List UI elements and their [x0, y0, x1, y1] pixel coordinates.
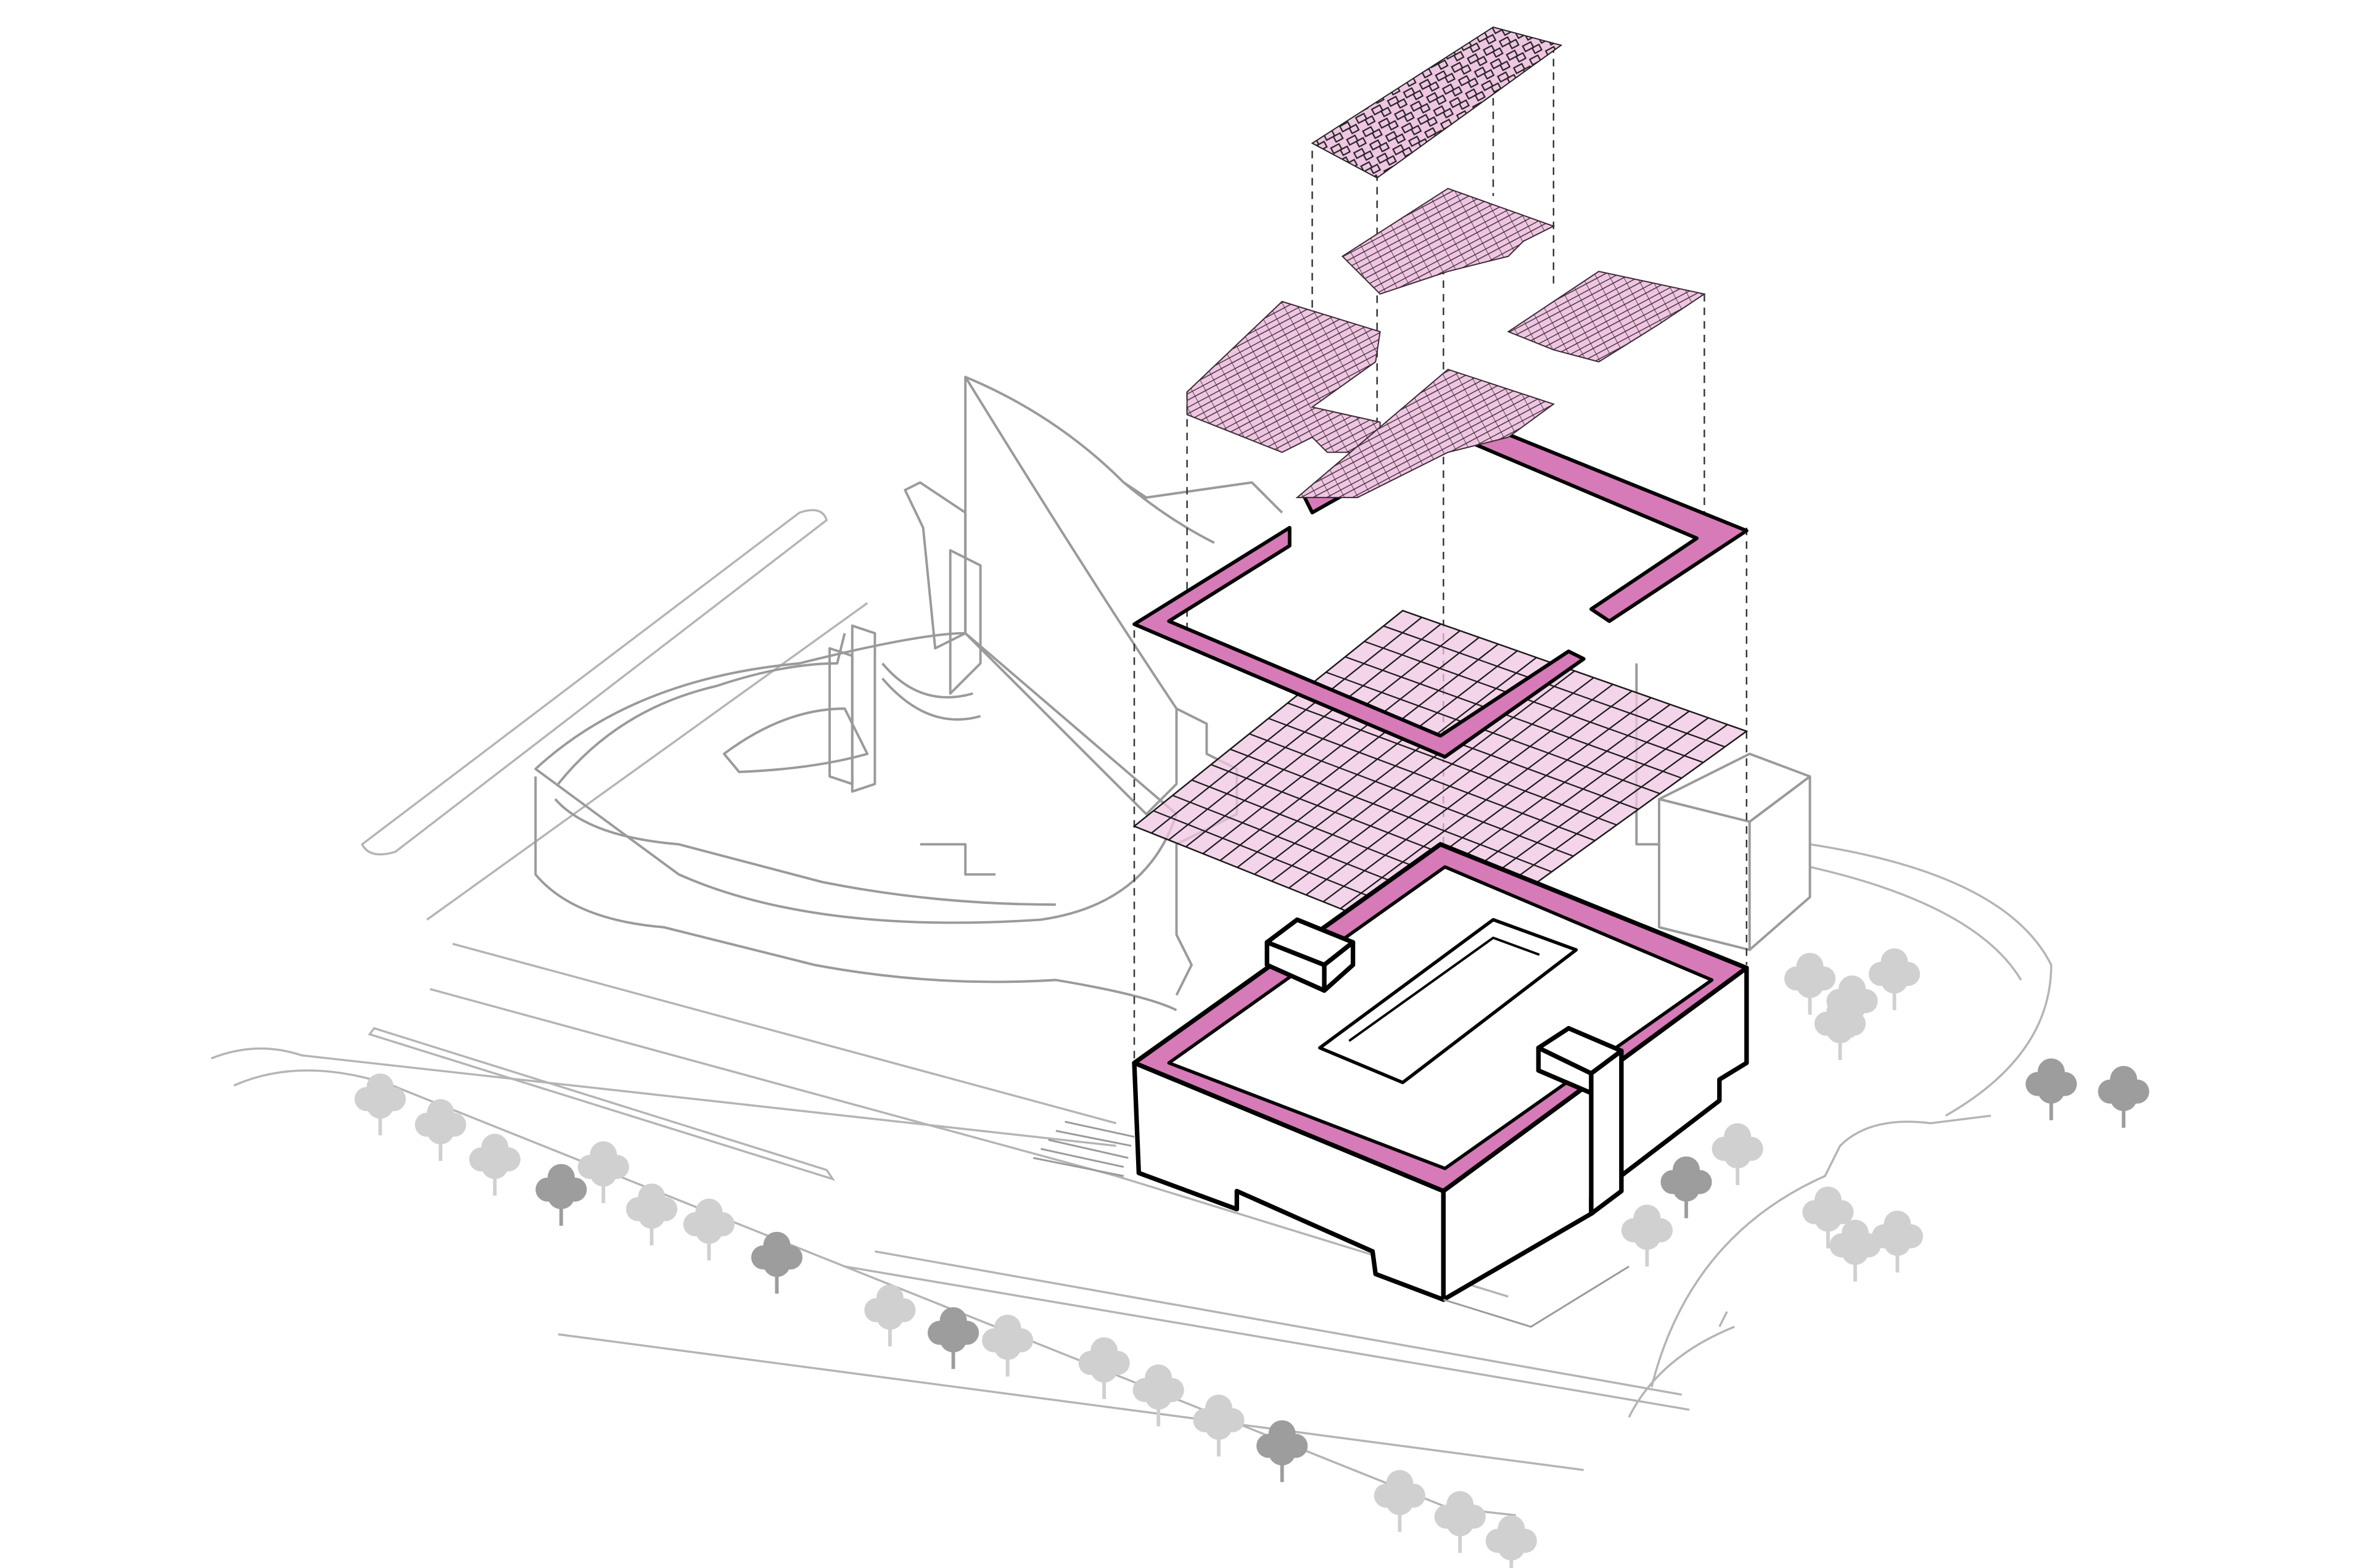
tower-fin-1	[904, 481, 967, 650]
grid-line	[1305, 677, 1594, 896]
tree-icon	[1078, 1337, 1130, 1400]
tree-icon	[414, 1099, 466, 1161]
tree-icon	[751, 1231, 803, 1294]
road-main-2	[844, 1265, 1690, 1411]
tower-fin-2	[949, 549, 982, 695]
tall-slab-edge	[1123, 481, 1284, 514]
road-right-drive	[1628, 1311, 1735, 1418]
tree-icon	[1621, 1204, 1673, 1266]
grid-line	[1202, 636, 1480, 855]
tower-fin-4	[828, 647, 854, 786]
grid-lines	[1151, 617, 1728, 944]
stepped-edge-2	[920, 843, 996, 876]
upper-car-array	[1311, 26, 1563, 179]
perimeter-band-front-left	[1132, 525, 1586, 759]
tall-slab-face	[964, 376, 1178, 816]
grid-plane	[1132, 609, 1749, 951]
solar-array-lower	[1186, 187, 1706, 498]
road-main-3	[875, 1250, 1682, 1396]
grid-line	[1168, 623, 1441, 841]
tree-icon	[683, 1198, 735, 1261]
existing-adjacent-block	[1635, 663, 1811, 951]
tower-arc-2	[881, 678, 981, 721]
tree-icon	[1193, 1394, 1245, 1457]
tree-icon	[1829, 1220, 1881, 1282]
road-right-loop-2	[1810, 866, 2022, 981]
adjacent-block-right	[1749, 775, 1811, 951]
curved-building-top	[557, 633, 846, 785]
curved-building-wall	[534, 776, 1177, 1012]
tree-icon	[2098, 1065, 2149, 1128]
curved-building-base	[534, 632, 1178, 924]
tree-icon	[535, 1164, 587, 1226]
rooftop-box-left	[1264, 917, 1356, 993]
grid-line	[1219, 643, 1499, 861]
road-left-upper	[360, 509, 828, 856]
tower-arc-1	[881, 662, 973, 699]
curved-inner-court	[722, 707, 869, 773]
grid-line	[1340, 690, 1633, 909]
adjacent-block-left	[1658, 798, 1751, 951]
solar-panel-block	[1341, 187, 1556, 295]
grid-line	[1237, 650, 1518, 868]
courtyard-opening	[1318, 917, 1578, 1085]
curb-line-5	[452, 943, 1117, 1125]
tree-icon	[626, 1183, 678, 1246]
solar-panel-block	[1186, 300, 1381, 453]
building-base-details	[1032, 1120, 1630, 1328]
site-roads	[210, 509, 2053, 1517]
curved-building-wall-2	[554, 798, 1056, 906]
tree-icon	[469, 1133, 521, 1196]
tall-slab-curve	[965, 376, 1215, 544]
rooftop-core-right	[1536, 1025, 1624, 1217]
tree-icon	[1434, 1491, 1486, 1553]
rooftop-box-left-side	[1322, 940, 1356, 993]
grid-line	[1254, 657, 1537, 875]
grid-line	[1151, 617, 1422, 834]
base-plinth	[1443, 1265, 1630, 1328]
curb-line-3	[368, 1027, 836, 1181]
tree-icon	[1712, 1123, 1763, 1185]
entry-stairs	[1032, 1120, 1135, 1177]
solar-panel-block	[1507, 271, 1706, 363]
tree-icon	[864, 1284, 916, 1347]
building-block	[1132, 842, 1749, 1302]
road-right-loop	[1810, 843, 2053, 1117]
road-right-curve	[1650, 1114, 1992, 1387]
tree-icon	[2025, 1058, 2077, 1120]
solar-panel-block	[1295, 368, 1555, 498]
existing-curved-building	[534, 376, 1284, 1012]
grid-line	[1288, 670, 1575, 889]
road-left-lower	[426, 602, 868, 921]
tree-icon	[1374, 1470, 1425, 1532]
tree-icon	[1256, 1420, 1308, 1482]
grid-line	[1185, 630, 1461, 848]
road-main-1	[558, 1333, 1584, 1471]
tree-icon	[354, 1073, 406, 1136]
rooftop-core-side	[1589, 1048, 1624, 1217]
tree-icon	[1485, 1515, 1537, 1568]
solar-array-upper	[1311, 26, 1563, 179]
courtyard-lip	[1348, 936, 1540, 1042]
curb-line-1	[210, 1047, 1116, 1147]
tree-icon	[1660, 1156, 1712, 1218]
grid-line	[1322, 683, 1613, 903]
